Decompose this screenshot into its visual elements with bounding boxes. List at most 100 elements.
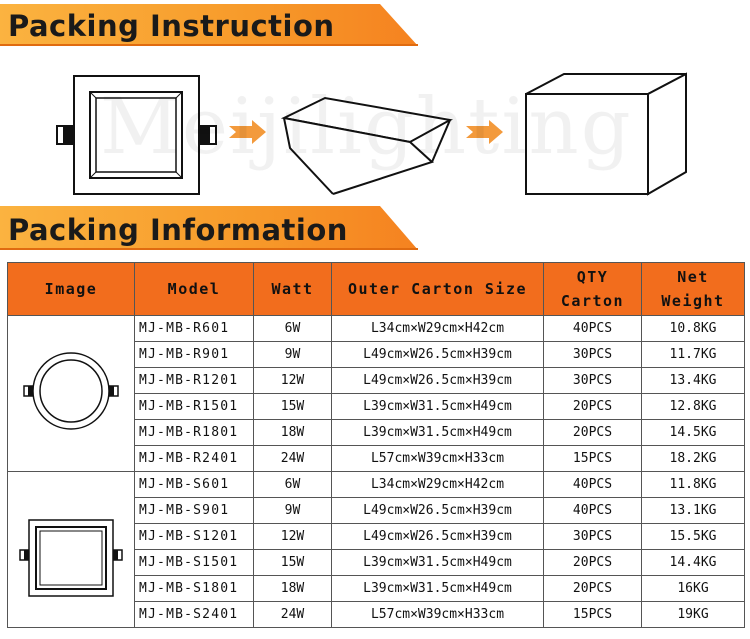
header-qty-line2: Carton bbox=[560, 292, 625, 310]
cell-model: MJ-MB-R1201 bbox=[134, 367, 254, 394]
packing-information-table: Image Model Watt Outer Carton Size QTY C… bbox=[7, 262, 745, 628]
cell-qty-carton: 20PCS bbox=[543, 549, 642, 576]
cell-qty-carton: 15PCS bbox=[543, 445, 642, 472]
product-image-cell bbox=[7, 471, 135, 628]
cell-net-weight: 14.4KG bbox=[641, 549, 745, 576]
cell-outer-carton-size: L39cm×W31.5cm×H49cm bbox=[331, 393, 544, 420]
cell-watt: 15W bbox=[253, 393, 332, 420]
cell-outer-carton-size: L57cm×W39cm×H33cm bbox=[331, 445, 544, 472]
banner-background bbox=[0, 206, 418, 250]
cell-model: MJ-MB-S1201 bbox=[134, 523, 254, 550]
flat-box-icon bbox=[280, 96, 453, 195]
product-image-cell bbox=[7, 315, 135, 472]
cell-model: MJ-MB-R1801 bbox=[134, 419, 254, 446]
packing-instruction-banner: Packing Instruction bbox=[0, 4, 430, 46]
cell-net-weight: 13.1KG bbox=[641, 497, 745, 524]
cell-model: MJ-MB-S901 bbox=[134, 497, 254, 524]
cell-qty-carton: 30PCS bbox=[543, 341, 642, 368]
cell-model: MJ-MB-S2401 bbox=[134, 601, 254, 628]
cell-watt: 24W bbox=[253, 445, 332, 472]
cell-watt: 9W bbox=[253, 497, 332, 524]
cell-net-weight: 10.8KG bbox=[641, 315, 745, 342]
packing-information-banner: Packing Information bbox=[0, 206, 430, 250]
packing-information-heading: Packing Information bbox=[8, 213, 348, 247]
cell-net-weight: 18.2KG bbox=[641, 445, 745, 472]
cell-outer-carton-size: L34cm×W29cm×H42cm bbox=[331, 471, 544, 498]
header-outer-carton-size: Outer Carton Size bbox=[331, 262, 544, 316]
cell-net-weight: 14.5KG bbox=[641, 419, 745, 446]
header-image: Image bbox=[7, 262, 135, 316]
cell-model: MJ-MB-R2401 bbox=[134, 445, 254, 472]
cell-net-weight: 11.7KG bbox=[641, 341, 745, 368]
header-watt: Watt bbox=[253, 262, 332, 316]
cell-watt: 18W bbox=[253, 575, 332, 602]
cell-watt: 9W bbox=[253, 341, 332, 368]
cell-model: MJ-MB-S1501 bbox=[134, 549, 254, 576]
cell-watt: 12W bbox=[253, 367, 332, 394]
cell-outer-carton-size: L49cm×W26.5cm×H39cm bbox=[331, 341, 544, 368]
packing-steps-illustration bbox=[56, 72, 687, 196]
cell-model: MJ-MB-R901 bbox=[134, 341, 254, 368]
cell-qty-carton: 40PCS bbox=[543, 497, 642, 524]
cell-watt: 18W bbox=[253, 419, 332, 446]
cell-net-weight: 12.8KG bbox=[641, 393, 745, 420]
cell-qty-carton: 30PCS bbox=[543, 367, 642, 394]
cell-outer-carton-size: L39cm×W31.5cm×H49cm bbox=[331, 419, 544, 446]
cell-watt: 24W bbox=[253, 601, 332, 628]
cell-qty-carton: 20PCS bbox=[543, 419, 642, 446]
cell-watt: 12W bbox=[253, 523, 332, 550]
round-downlight-icon bbox=[8, 342, 134, 446]
cell-outer-carton-size: L39cm×W31.5cm×H49cm bbox=[331, 575, 544, 602]
cell-model: MJ-MB-S601 bbox=[134, 471, 254, 498]
watermark: Meijilighting bbox=[100, 82, 633, 172]
header-net-weight: Net Weight bbox=[641, 262, 745, 316]
carton-box-icon bbox=[525, 72, 687, 196]
header-model: Model bbox=[134, 262, 254, 316]
cell-model: MJ-MB-S1801 bbox=[134, 575, 254, 602]
cell-qty-carton: 20PCS bbox=[543, 393, 642, 420]
cell-net-weight: 15.5KG bbox=[641, 523, 745, 550]
cell-qty-carton: 40PCS bbox=[543, 315, 642, 342]
cell-watt: 15W bbox=[253, 549, 332, 576]
banner-background bbox=[0, 4, 418, 46]
arrow-right-icon bbox=[466, 120, 503, 144]
cell-net-weight: 11.8KG bbox=[641, 471, 745, 498]
cell-net-weight: 16KG bbox=[641, 575, 745, 602]
header-qty-line1: QTY bbox=[576, 268, 609, 286]
cell-outer-carton-size: L49cm×W26.5cm×H39cm bbox=[331, 367, 544, 394]
cell-outer-carton-size: L49cm×W26.5cm×H39cm bbox=[331, 497, 544, 524]
cell-outer-carton-size: L39cm×W31.5cm×H49cm bbox=[331, 549, 544, 576]
square-downlight-icon bbox=[8, 498, 134, 602]
header-weight-line1: Net bbox=[677, 268, 709, 286]
cell-qty-carton: 15PCS bbox=[543, 601, 642, 628]
cell-qty-carton: 30PCS bbox=[543, 523, 642, 550]
table-header-row: Image Model Watt Outer Carton Size QTY C… bbox=[7, 262, 745, 316]
cell-outer-carton-size: L34cm×W29cm×H42cm bbox=[331, 315, 544, 342]
cell-model: MJ-MB-R1501 bbox=[134, 393, 254, 420]
cell-outer-carton-size: L49cm×W26.5cm×H39cm bbox=[331, 523, 544, 550]
header-weight-line2: Weight bbox=[661, 292, 725, 310]
square-panel-light-icon bbox=[56, 75, 217, 195]
arrow-right-icon bbox=[229, 120, 266, 144]
cell-outer-carton-size: L57cm×W39cm×H33cm bbox=[331, 601, 544, 628]
packing-steps: Meijilighting bbox=[0, 52, 750, 202]
packing-instruction-heading: Packing Instruction bbox=[8, 9, 335, 43]
cell-qty-carton: 20PCS bbox=[543, 575, 642, 602]
cell-model: MJ-MB-R601 bbox=[134, 315, 254, 342]
cell-watt: 6W bbox=[253, 471, 332, 498]
cell-qty-carton: 40PCS bbox=[543, 471, 642, 498]
cell-watt: 6W bbox=[253, 315, 332, 342]
cell-net-weight: 19KG bbox=[641, 601, 745, 628]
cell-net-weight: 13.4KG bbox=[641, 367, 745, 394]
